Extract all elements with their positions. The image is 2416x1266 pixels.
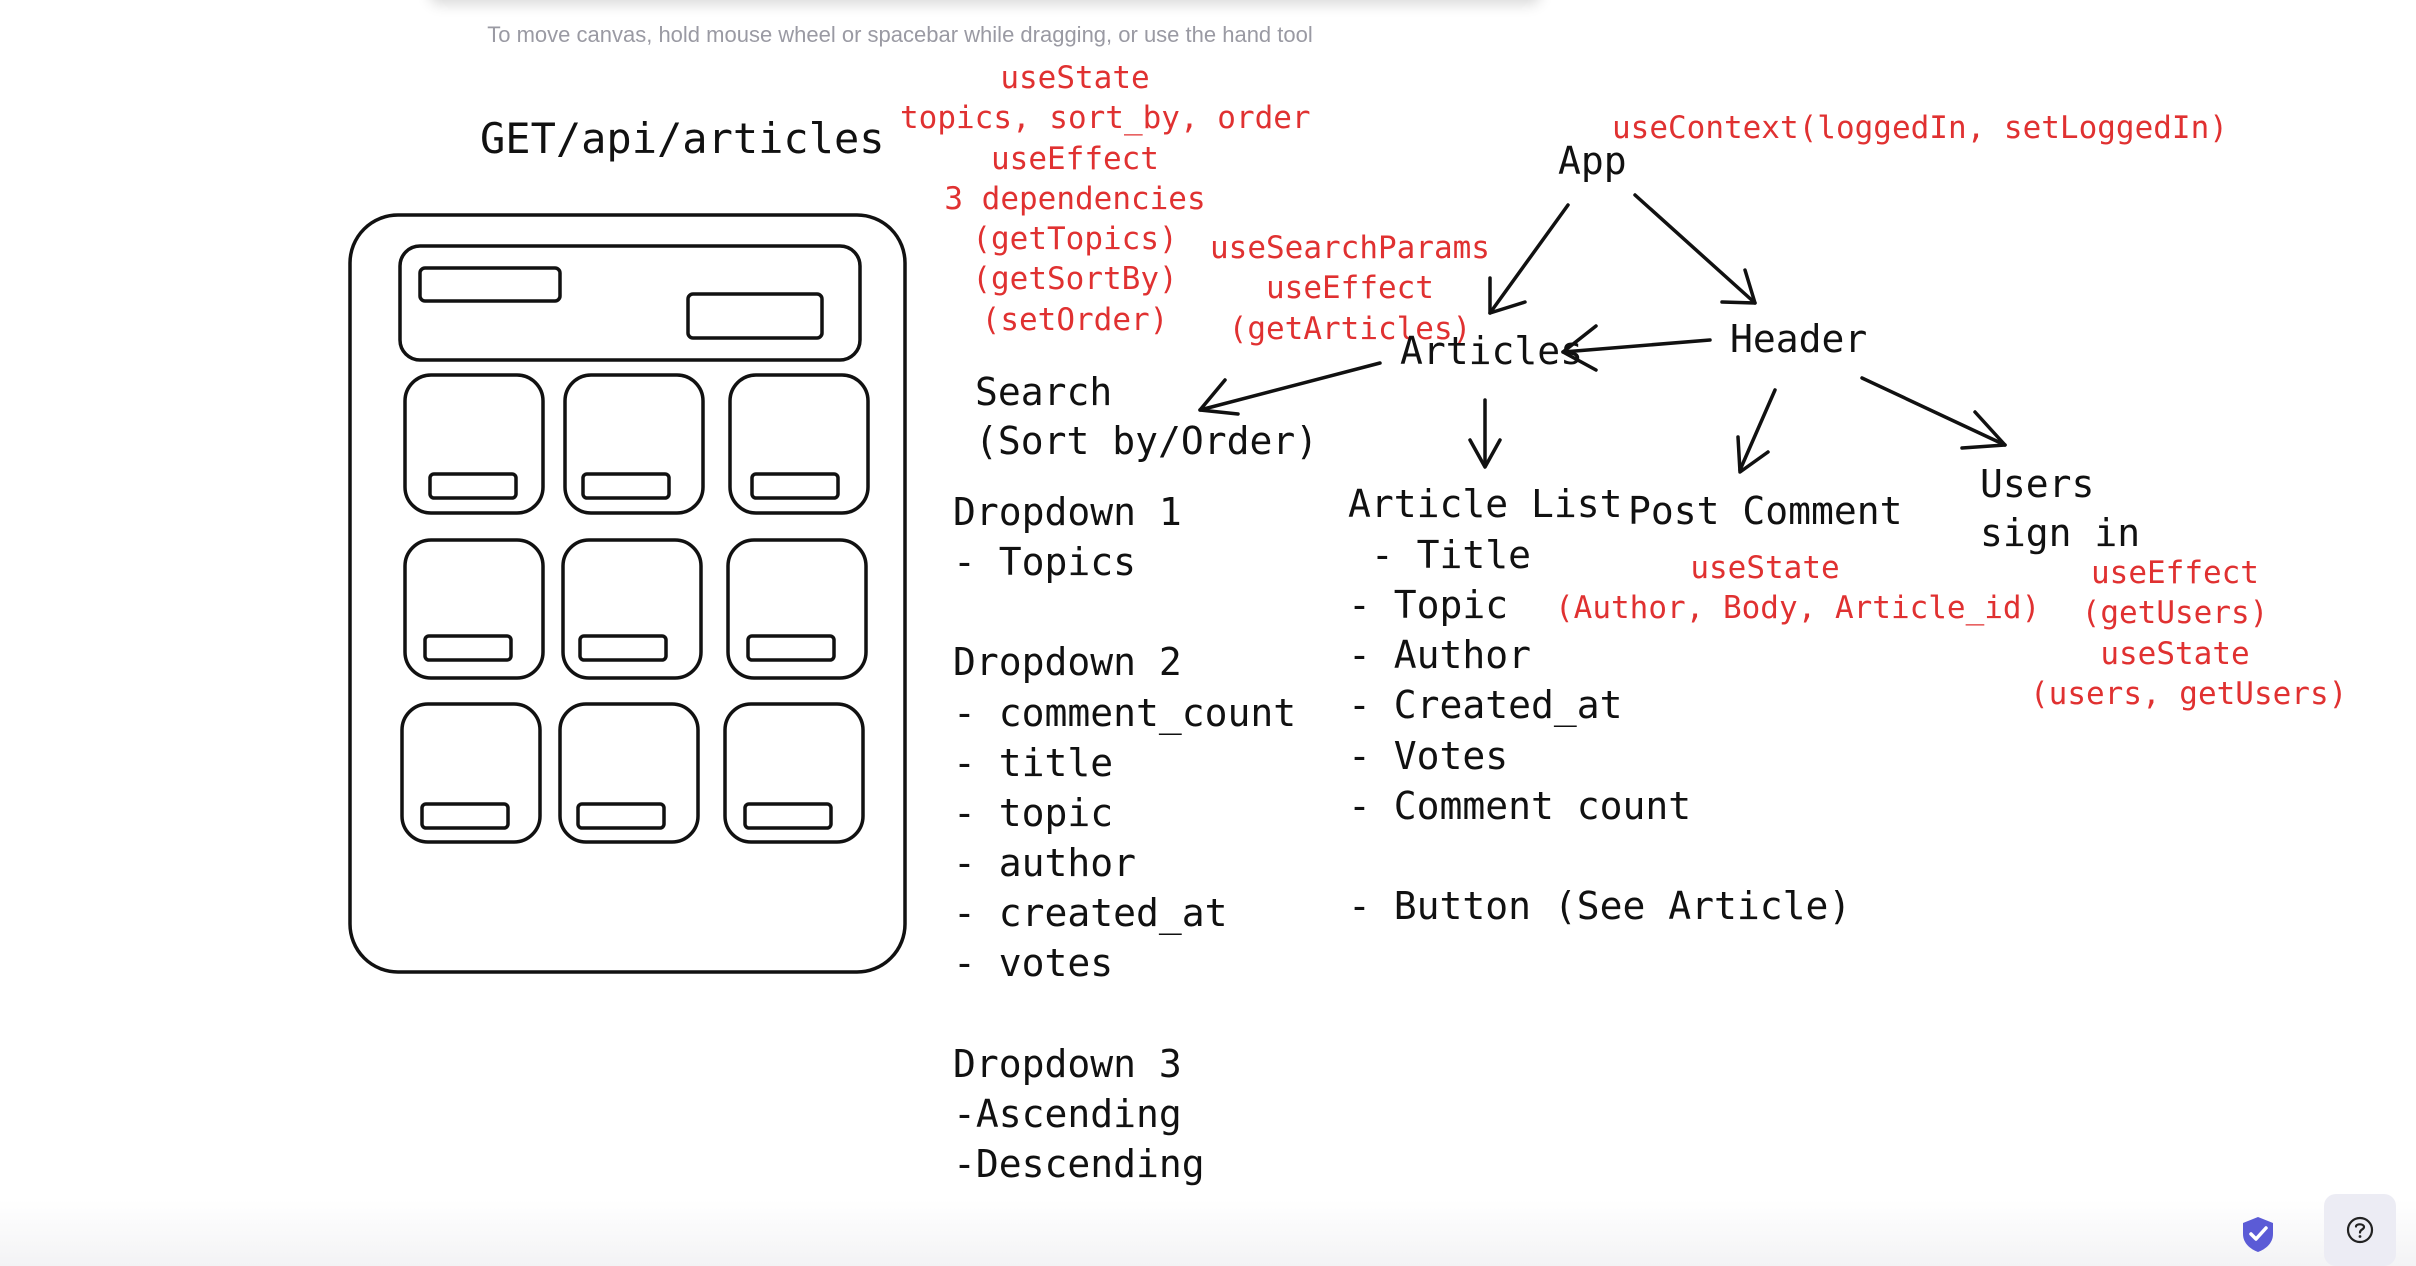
arrow-header-to-articles bbox=[1561, 324, 1712, 372]
articles-state-annotation: useState topics, sort_by, order useEffec… bbox=[900, 60, 1311, 338]
wireframe-header bbox=[398, 244, 862, 362]
bottom-bar bbox=[0, 1200, 2416, 1266]
search-dropdowns-list: Dropdown 1 - Topics Dropdown 2 - comment… bbox=[953, 490, 1297, 1187]
shield-check-icon[interactable] bbox=[2238, 1214, 2278, 1254]
node-users: Users sign in bbox=[1980, 462, 2141, 556]
node-article-list: Article List bbox=[1348, 482, 1623, 526]
arrow-app-to-header bbox=[1633, 193, 1757, 305]
arrow-articles-to-article-list bbox=[1468, 398, 1502, 469]
users-annotation: useEffect (getUsers) useState (users, ge… bbox=[2030, 555, 2348, 712]
canvas-hint: To move canvas, hold mouse wheel or spac… bbox=[487, 22, 1313, 47]
node-post-comment: Post Comment bbox=[1628, 489, 1903, 533]
arrow-app-to-articles bbox=[1488, 203, 1570, 315]
wireframe-button-box bbox=[686, 292, 824, 340]
question-circle-icon bbox=[2346, 1216, 2374, 1244]
wireframe-frame bbox=[348, 213, 907, 974]
node-app: App bbox=[1558, 139, 1627, 183]
arrow-header-to-users bbox=[1860, 376, 2007, 450]
article-list-items: - Title - Topic - Author - Created_at - … bbox=[1348, 533, 1852, 929]
wireframe-title: GET/api/articles bbox=[480, 114, 885, 163]
arrow-header-to-post-comment bbox=[1736, 388, 1777, 474]
wireframe-card-grid bbox=[400, 373, 870, 844]
node-articles: Articles bbox=[1400, 329, 1584, 373]
post-comment-annotation: useState (Author, Body, Article_id) bbox=[1555, 550, 2041, 627]
wireframe-logo-box bbox=[418, 266, 562, 303]
arrow-articles-to-search bbox=[1198, 361, 1382, 416]
help-button[interactable] bbox=[2324, 1194, 2396, 1266]
node-search: Search (Sort by/Order) bbox=[975, 370, 1319, 464]
node-header: Header bbox=[1730, 317, 1868, 361]
app-context-annotation: useContext(loggedIn, setLoggedIn) bbox=[1612, 110, 2228, 146]
articles-params-annotation: useSearchParams useEffect (getArticles) bbox=[1210, 230, 1490, 347]
